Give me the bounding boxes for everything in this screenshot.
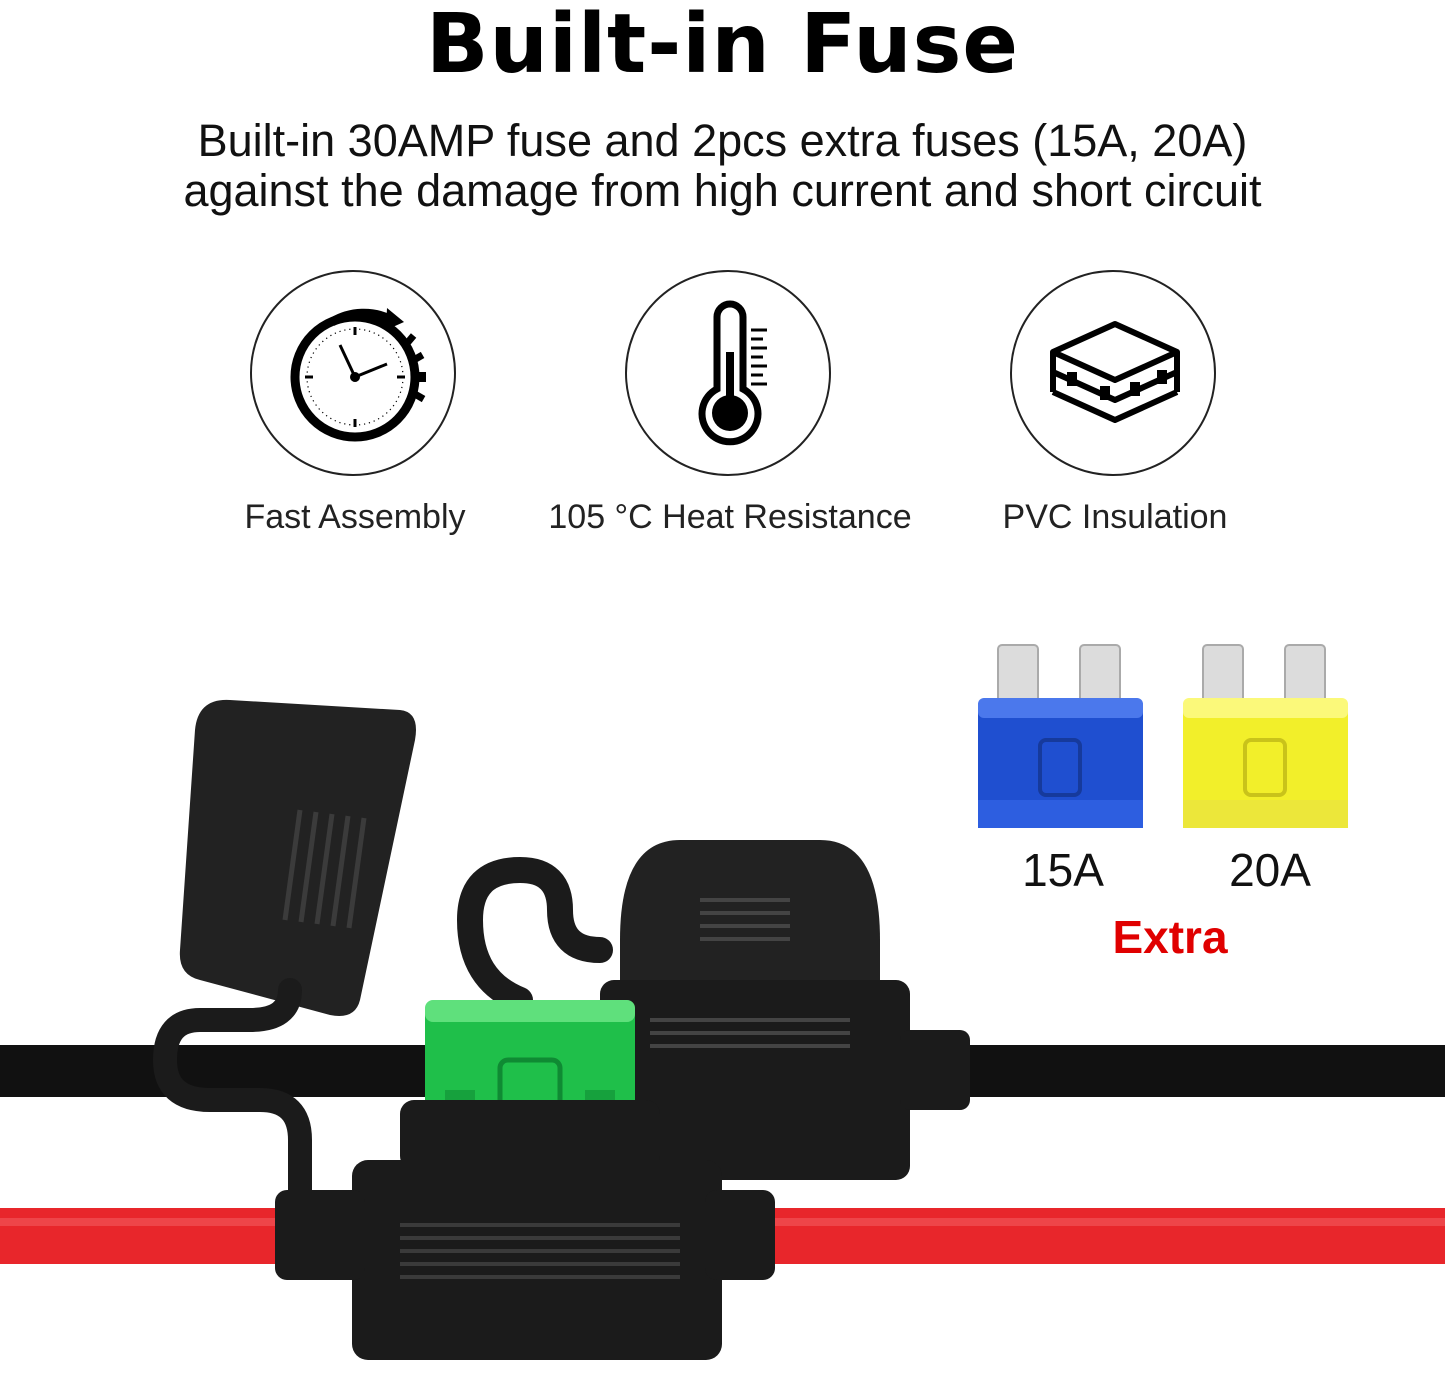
feature-label: PVC Insulation bbox=[1002, 498, 1228, 536]
feature-pvc-insulation: PVC Insulation bbox=[965, 270, 1265, 550]
page-title: Built-in Fuse bbox=[425, 0, 1020, 92]
layers-icon bbox=[1050, 321, 1180, 423]
feature-icon-circle bbox=[1010, 270, 1216, 476]
feature-label: Fast Assembly bbox=[244, 498, 466, 536]
extra-caption: Extra bbox=[1112, 911, 1228, 963]
subtitle-line-1: Built-in 30AMP fuse and 2pcs extra fuses… bbox=[197, 115, 1248, 166]
fuse-holder-illustration bbox=[0, 699, 1445, 1360]
fuse-label-20a: 20A bbox=[1229, 844, 1311, 896]
feature-fast-assembly: Fast Assembly bbox=[205, 270, 505, 550]
front-fuse-holder bbox=[275, 1100, 775, 1360]
feature-icon-circle bbox=[625, 270, 831, 476]
feature-heat-resistance: 105 °C Heat Resistance bbox=[548, 270, 912, 550]
subtitle: Built-in 30AMP fuse and 2pcs extra fuses… bbox=[0, 116, 1445, 216]
subtitle-line-2: against the damage from high current and… bbox=[183, 165, 1262, 216]
feature-label: 105 °C Heat Resistance bbox=[548, 498, 912, 536]
extra-fuse-20a bbox=[1183, 644, 1348, 828]
extra-fuse-15a bbox=[978, 644, 1143, 828]
rear-fuse-holder bbox=[600, 840, 970, 1180]
fuse-label-15a: 15A bbox=[1022, 844, 1104, 896]
feature-icon-circle bbox=[250, 270, 456, 476]
clock-icon bbox=[290, 308, 426, 442]
fuse-cap bbox=[179, 699, 416, 1016]
thermometer-icon bbox=[698, 300, 767, 446]
